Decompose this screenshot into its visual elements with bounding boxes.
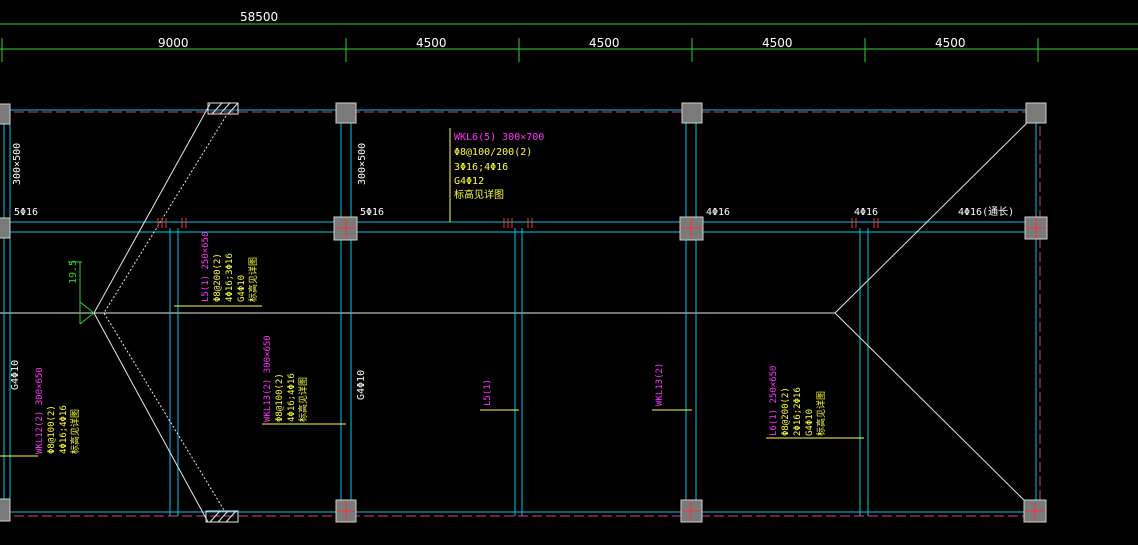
wkl12-annotation: WKL12(2) 300×650 Φ8@100(2) 4Φ16;4Φ16 标高见… (35, 367, 81, 454)
hatched-end-top (207, 102, 239, 115)
hatched-end-bottom (205, 510, 239, 523)
l6-line1: L6(1) 250×650 (769, 366, 779, 436)
column[interactable] (1025, 102, 1047, 124)
l6-line4: G4Φ10 (805, 409, 815, 436)
column[interactable] (0, 498, 11, 522)
l5-mid-line1: L5(1) (483, 379, 493, 406)
column[interactable] (681, 102, 703, 124)
wkl13-b-line1: WKL13(2) (655, 363, 665, 406)
rebar-tag-1: 5Φ16 (14, 207, 38, 218)
elevation-label: 19.5 (68, 260, 79, 284)
rebar-tag-2: 5Φ16 (360, 207, 384, 218)
hatched-end-stroke (217, 510, 229, 523)
wkl13-a-line1: WKL13(2) 300×650 (263, 335, 273, 422)
hatched-end-stroke (219, 102, 231, 115)
column-crosses (336, 218, 1046, 520)
slope-line (834, 113, 1037, 314)
wkl13-a-line4: 标高见详图 (297, 377, 309, 422)
elevation-triangle (79, 301, 95, 325)
dimension-span-label-3: 4500 (589, 36, 620, 50)
l5-left-annotation: L5(1) 250×650 Φ8@200(2) 4Φ16;3Φ16 G4Φ10 … (201, 232, 259, 302)
rebar-tag-5: 4Φ16(通长) (958, 206, 1014, 218)
hatched-beam-outline (103, 115, 227, 511)
column[interactable] (0, 103, 11, 125)
wkl6-line2: Φ8@100/200(2) (454, 147, 532, 158)
wkl6-line3: 3Φ16;4Φ16 (454, 162, 508, 173)
wkl12-line2: Φ8@100(2) (47, 405, 57, 454)
slope-line (834, 312, 1037, 513)
dimension-chain (0, 23, 1138, 62)
hatched-end-stroke (227, 102, 239, 115)
l6-annotation: L6(1) 250×650 Φ8@200(2) 2Φ16;2Φ16 G4Φ10 … (769, 366, 827, 436)
hatched-end-stroke (209, 510, 221, 523)
rebar-tag-4: 4Φ16 (854, 207, 878, 218)
side-bar-tag-mid: G4Φ10 (356, 370, 367, 400)
l5-left-line4: G4Φ10 (237, 275, 247, 302)
hatched-end-stroke (225, 510, 237, 523)
l6-line3: 2Φ16;2Φ16 (793, 387, 803, 436)
wkl12-line3: 4Φ16;4Φ16 (59, 405, 69, 454)
wkl6-line5: 标高见详图 (454, 188, 504, 201)
wkl6-line4: G4Φ12 (454, 176, 484, 187)
wkl13-a-annotation: WKL13(2) 300×650 Φ8@100(2) 4Φ16;4Φ16 标高见… (263, 335, 309, 422)
horizontal-beams (0, 109, 1040, 517)
slope-lines (834, 113, 1037, 513)
dimension-span-label-5: 4500 (935, 36, 966, 50)
column[interactable] (0, 217, 11, 239)
dimension-span-label-1: 9000 (158, 36, 189, 50)
l5-left-line3: 4Φ16;3Φ16 (225, 253, 235, 302)
dimension-span-label-2: 4500 (416, 36, 447, 50)
l5-left-line5: 标高见详图 (247, 257, 259, 302)
column[interactable] (335, 102, 357, 124)
wkl12-line1: WKL12(2) 300×650 (35, 367, 45, 454)
l6-line2: Φ8@200(2) (781, 387, 791, 436)
section-tag-left: 300×500 (12, 143, 23, 185)
dimension-span-label-4: 4500 (762, 36, 793, 50)
elevation-mark (68, 261, 95, 325)
wkl13-a-line2: Φ8@100(2) (275, 373, 285, 422)
wkl6-line1: WKL6(5) 300×700 (454, 132, 544, 143)
l5-left-line1: L5(1) 250×650 (201, 232, 211, 302)
l5-left-line2: Φ8@200(2) (213, 253, 223, 302)
l6-line5: 标高见详图 (815, 391, 827, 436)
wkl13-a-line3: 4Φ16;4Φ16 (287, 373, 297, 422)
rebar-marks (157, 218, 879, 228)
hatched-end-stroke (211, 102, 223, 115)
wkl12-line4: 标高见详图 (69, 409, 81, 454)
side-bar-tag-left: G4Φ10 (10, 360, 21, 390)
dimension-total-label: 58500 (240, 10, 278, 24)
wkl6-annotation: WKL6(5) 300×700 Φ8@100/200(2) 3Φ16;4Φ16 … (454, 132, 544, 201)
section-tag-mid: 300×500 (357, 143, 368, 185)
rebar-tag-3: 4Φ16 (706, 207, 730, 218)
